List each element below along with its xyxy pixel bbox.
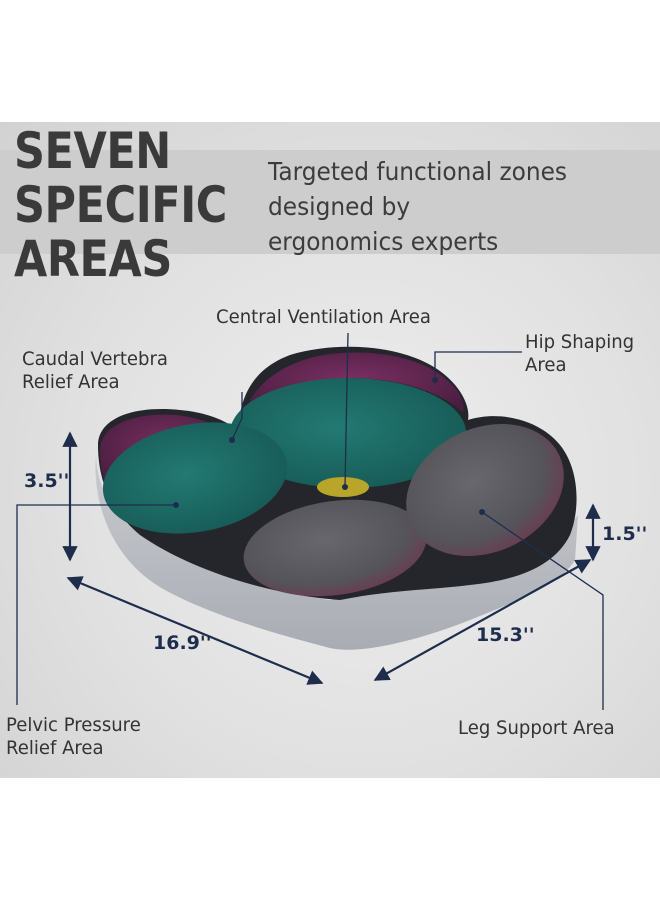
- label-pelvic-line-1: Pelvic Pressure: [6, 714, 141, 736]
- leg-zone-right: [406, 423, 564, 557]
- leader-hip: [434, 351, 522, 380]
- hip-zone-teal: [230, 378, 466, 488]
- dim-height-left: 3.5'': [24, 470, 70, 492]
- dot-hip: [432, 377, 438, 383]
- dim-width: 16.9'': [153, 632, 212, 654]
- dot-pelvic: [173, 502, 179, 508]
- dim-depth: 15.3'': [476, 624, 535, 646]
- label-hip-line-1: Hip Shaping: [525, 331, 635, 353]
- label-pelvic-line-2: Relief Area: [6, 737, 104, 759]
- main-title: SEVEN SPECIFIC AREAS: [14, 124, 227, 286]
- dot-central: [342, 484, 348, 490]
- subtitle-line-3: ergonomics experts: [268, 227, 499, 256]
- leader-caudal: [231, 392, 243, 441]
- label-caudal-line-1: Caudal Vertebra: [22, 348, 168, 370]
- label-caudal-line-2: Relief Area: [22, 371, 120, 393]
- dot-caudal: [229, 437, 235, 443]
- hip-rim: [242, 352, 464, 420]
- title-line-3: AREAS: [14, 230, 172, 288]
- dim-arrow-width: [66, 576, 324, 685]
- leader-central: [344, 332, 349, 488]
- subtitle: Targeted functional zones designed by er…: [268, 154, 567, 259]
- dot-leg: [479, 509, 485, 515]
- heading-band: [0, 150, 660, 254]
- subtitle-line-2: designed by: [268, 192, 411, 221]
- label-hip-line-2: Area: [525, 354, 567, 376]
- pelvic-zone-teal: [102, 422, 288, 534]
- subtitle-line-1: Targeted functional zones: [268, 157, 568, 186]
- dim-height-right: 1.5'': [602, 523, 648, 545]
- title-line-2: SPECIFIC: [14, 176, 227, 234]
- leader-leg: [481, 511, 604, 710]
- dim-arrow-depth: [373, 559, 592, 681]
- label-central-ventilation: Central Ventilation Area: [216, 306, 431, 328]
- label-leg-support: Leg Support Area: [458, 717, 615, 739]
- title-line-1: SEVEN: [14, 122, 171, 180]
- leader-pelvic: [16, 504, 176, 705]
